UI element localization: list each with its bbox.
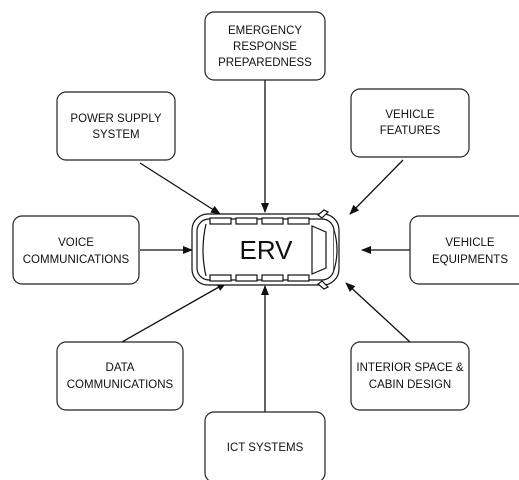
node-interior: INTERIOR SPACE & CABIN DESIGN [350,341,470,411]
erv-label: ERV [240,235,294,265]
node-power: POWER SUPPLY SYSTEM [56,91,176,161]
node-label-line: VEHICLE [445,237,495,249]
node-label-line: PREPAREDNESS [218,57,312,69]
node-label-line: VOICE [58,237,94,249]
node-label-line: COMMUNICATIONS [67,379,174,391]
node-voice: VOICE COMMUNICATIONS [12,215,140,285]
node-label-line: VEHICLE [385,109,435,121]
node-label-line: RESPONSE [233,41,297,53]
node-label-line: EQUIPMENTS [432,254,508,266]
node-vehicle-features: VEHICLE FEATURES [350,88,470,158]
arrow-interior [345,282,411,343]
node-label-line: FEATURES [380,125,441,137]
arrows [121,80,411,412]
erv-vehicle: ERV [191,209,340,290]
node-label-line: COMMUNICATIONS [23,254,130,266]
node-label-line: ICT SYSTEMS [227,442,304,454]
node-vehicle-equipments: VEHICLE EQUIPMENTS [409,215,519,285]
arrow-vehicle-features [349,159,404,215]
node-label-line: SYSTEM [92,129,139,141]
node-emergency: EMERGENCY RESPONSE PREPAREDNESS [204,11,326,81]
node-label-line: POWER SUPPLY [70,113,161,125]
arrow-power [139,162,221,215]
node-data: DATA COMMUNICATIONS [56,341,184,411]
node-ict: ICT SYSTEMS [204,411,326,480]
node-label-line: INTERIOR SPACE & [356,362,463,374]
arrow-data [121,282,227,343]
node-label-line: EMERGENCY [228,25,302,37]
node-label-line: CABIN DESIGN [369,379,451,391]
node-label-line: DATA [106,362,135,374]
